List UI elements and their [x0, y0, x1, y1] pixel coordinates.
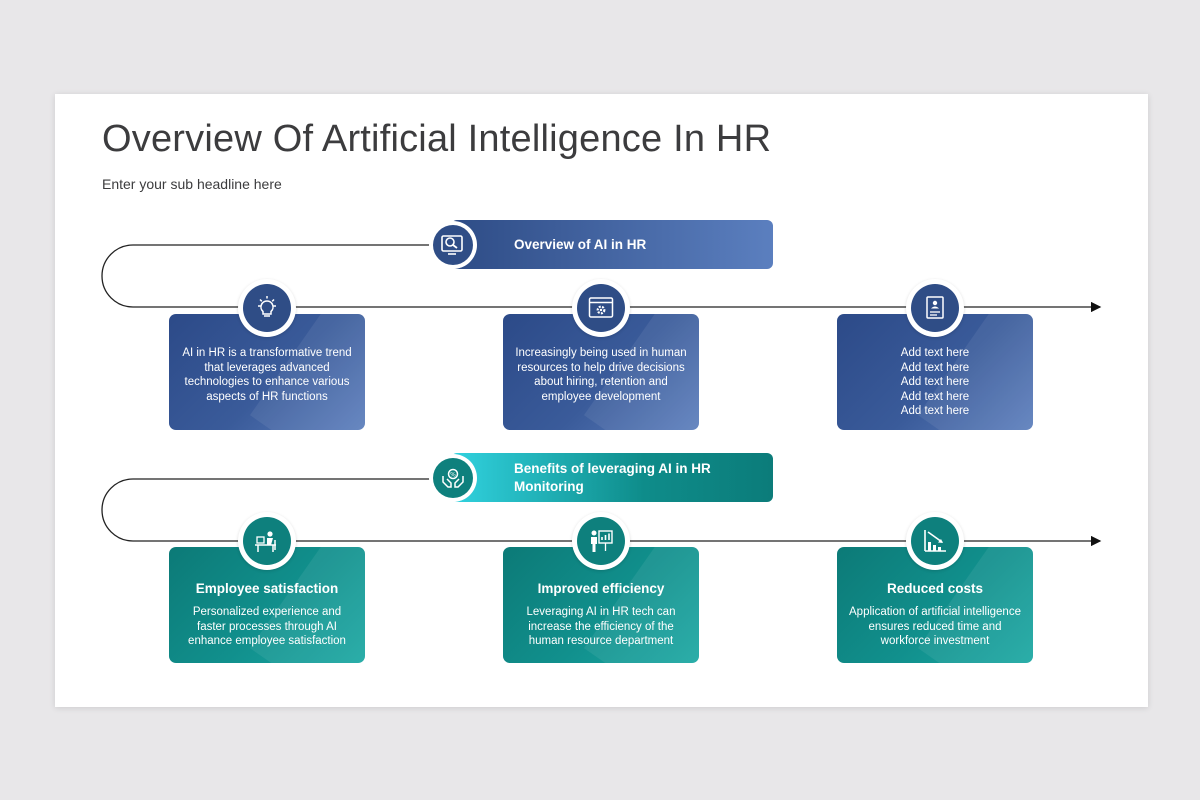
- slide: Overview Of Artificial Intelligence In H…: [55, 94, 1148, 707]
- section2-banner-label: Benefits of leveraging AI in HR Monitori…: [514, 460, 711, 494]
- timeline-lines: [101, 244, 1102, 547]
- section2-banner-icon-wrap: %: [429, 454, 477, 502]
- section1-icon-2: [572, 279, 630, 337]
- svg-text:%: %: [450, 472, 456, 479]
- timeline-path-2: [101, 478, 1102, 547]
- section1-icon-1: [238, 279, 296, 337]
- section2-card-3-title: Reduced costs: [886, 581, 984, 596]
- section2-card-2-title: Improved efficiency: [537, 581, 665, 596]
- section2-card-1-title: Employee satisfaction: [195, 581, 339, 596]
- document-user-icon: [911, 284, 959, 332]
- page-subtitle: Enter your sub headline here: [102, 176, 282, 192]
- section1-banner-icon-wrap: [429, 221, 477, 269]
- section2-banner: Benefits of leveraging AI in HR Monitori…: [451, 453, 773, 502]
- section1-banner-label: Overview of AI in HR: [514, 236, 647, 252]
- section1-icon-3: [906, 279, 964, 337]
- section2-card-3-text: Application of artificial intelligence e…: [849, 606, 1021, 647]
- timeline-path-1: [101, 244, 1102, 313]
- section2-card-1-text: Personalized experience and faster proce…: [188, 606, 346, 647]
- page-title: Overview Of Artificial Intelligence In H…: [102, 118, 772, 160]
- section1-card-2-text: Increasingly being used in human resourc…: [515, 347, 687, 403]
- declining-chart-icon: [911, 517, 959, 565]
- hands-coin-icon: %: [433, 458, 473, 498]
- desk-worker-icon: [243, 517, 291, 565]
- section2-icon-2: [572, 512, 630, 570]
- section1-banner: Overview of AI in HR: [451, 220, 773, 269]
- section2-icon-1: [238, 512, 296, 570]
- section1-card-1-text: AI in HR is a transformative trend that …: [182, 347, 352, 403]
- lightbulb-icon: [243, 284, 291, 332]
- presenter-chart-icon: [577, 517, 625, 565]
- section2-card-2-text: Leveraging AI in HR tech can increase th…: [526, 606, 676, 647]
- section2-icon-3: [906, 512, 964, 570]
- browser-gear-icon: [577, 284, 625, 332]
- section1-card-3-text: Add text here Add text here Add text her…: [900, 347, 970, 417]
- monitor-search-icon: [433, 225, 473, 265]
- section1-card-2: Increasingly being used in human resourc…: [503, 314, 699, 430]
